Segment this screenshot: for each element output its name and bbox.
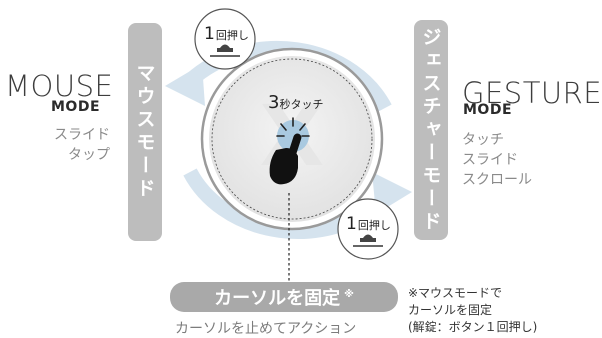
switch-badge-top-label: 1回押し	[204, 24, 249, 44]
touch-duration-label: 3秒タッチ	[268, 92, 323, 113]
gesture-mode-gesture: タッチ	[462, 132, 504, 148]
mouse-mode-bar: マウスモード	[128, 23, 162, 241]
touch-duration-number: 3	[268, 92, 280, 113]
hand-icon	[269, 133, 302, 185]
mouse-mode-gesture-list: スライド タップ	[40, 125, 110, 165]
cursor-lock-label: カーソルを固定	[214, 288, 341, 309]
mouse-mode-gesture: スライド	[54, 127, 110, 143]
gesture-mode-gesture: スライド	[462, 152, 518, 168]
cursor-lock-caption: カーソルを止めてアクション	[175, 321, 357, 337]
switch-badge-top-number: 1	[204, 24, 215, 44]
switch-badge-top-text: 回押し	[215, 29, 249, 42]
gesture-mode-subtitle: MODE	[463, 102, 513, 118]
switch-badge-top	[194, 8, 256, 70]
note-line: カーソルを固定	[408, 303, 493, 317]
switch-badge-bottom-number: 1	[346, 214, 357, 234]
mouse-mode-subtitle: MODE	[51, 99, 101, 115]
mouse-mode-gesture: タップ	[68, 147, 110, 163]
switch-badge-bottom-label: 1回押し	[346, 214, 391, 234]
touch-indicator-icon	[276, 117, 310, 152]
gesture-mode-gesture: スクロール	[462, 172, 532, 188]
cursor-lock-pill: カーソルを固定※	[170, 282, 398, 312]
cursor-lock-mark: ※	[344, 288, 354, 300]
note-line: (解錠：ボタン１回押し)	[408, 320, 538, 334]
switch-badge-bottom-text: 回押し	[357, 219, 391, 232]
switch-badge-bottom	[337, 198, 399, 260]
gesture-mode-bar: ジェスチャーモード	[414, 20, 448, 240]
mouse-mode-title: MOUSE	[5, 69, 114, 103]
touch-duration-text: 秒タッチ	[279, 98, 324, 111]
gesture-mode-gesture-list: タッチ スライド スクロール	[462, 130, 532, 190]
cursor-lock-note: ※マウスモードで カーソルを固定 (解錠：ボタン１回押し)	[408, 285, 537, 336]
note-line: ※マウスモードで	[408, 286, 503, 300]
gesture-mode-title: GESTURE	[462, 76, 602, 110]
